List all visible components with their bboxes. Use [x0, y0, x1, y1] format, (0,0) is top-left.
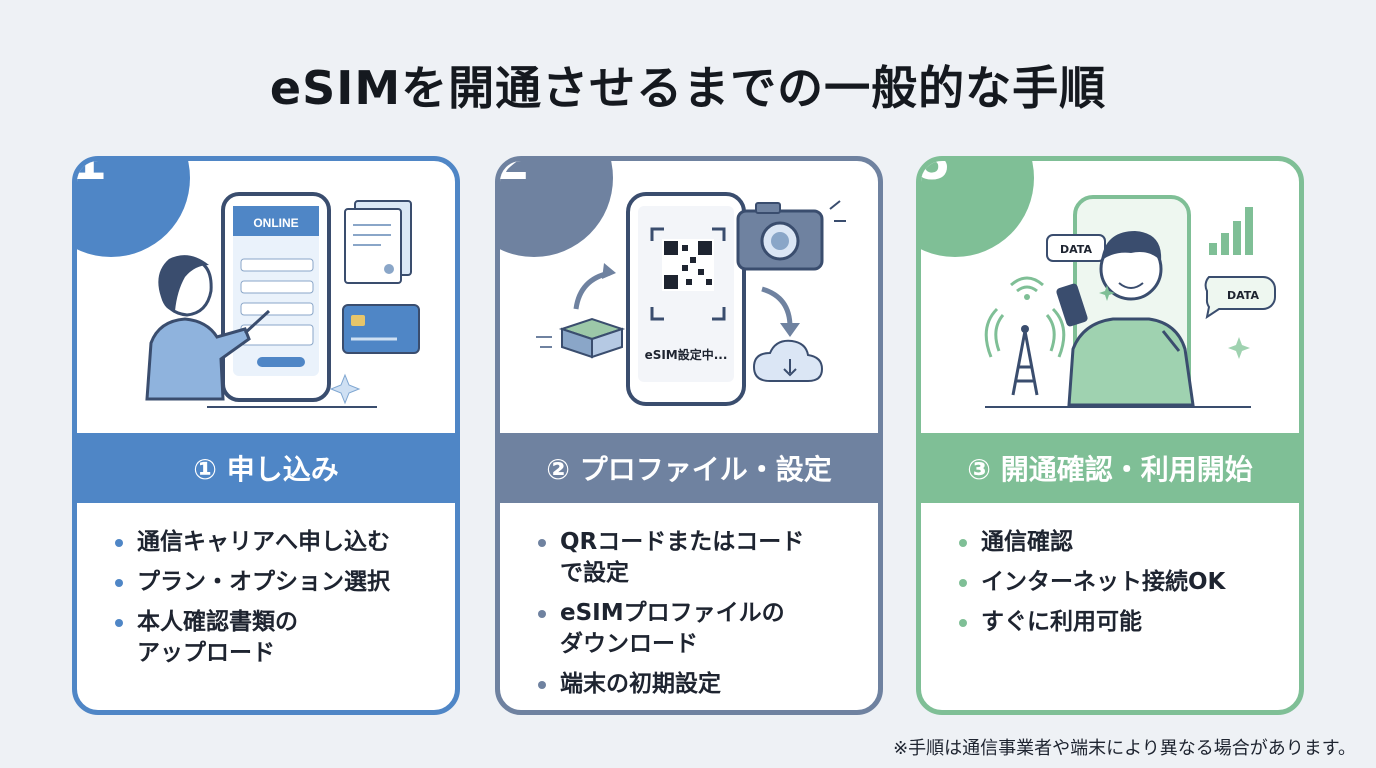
list-item: 端末の初期設定 [536, 669, 866, 700]
step-number: 3 [916, 156, 950, 193]
step-card-2: eSIM設定中... 2 ② プロファイル・設定 QRコードまたはコードで設定 … [495, 156, 883, 715]
step-heading: ③ 開通確認・利用開始 [921, 433, 1299, 503]
list-item: eSIMプロファイルのダウンロード [536, 598, 866, 660]
page-title: eSIMを開通させるまでの一般的な手順 [269, 61, 1107, 115]
list-item: プラン・オプション選択 [113, 567, 443, 598]
step-card-3: DATA DATA 3 ③ 開通確認・利用開始 通信確認 インターネット接続OK… [916, 156, 1304, 715]
illustration-profile-setup: eSIM設定中... [536, 192, 846, 406]
data-bubble-right: DATA [1227, 289, 1259, 302]
list-item: インターネット接続OK [957, 567, 1287, 598]
list-item: 通信キャリアへ申し込む [113, 527, 443, 558]
data-bubble-left: DATA [1060, 243, 1092, 256]
step-items: 通信確認 インターネット接続OK すぐに利用可能 [957, 527, 1287, 647]
step-number: 2 [495, 156, 529, 193]
screen-label: eSIM設定中... [645, 347, 728, 362]
step-number: 1 [72, 156, 106, 193]
screen-label: ONLINE [253, 216, 298, 230]
step-items: 通信キャリアへ申し込む プラン・オプション選択 本人確認書類のアップロード [113, 527, 443, 678]
list-item: QRコードまたはコードで設定 [536, 527, 866, 589]
list-item: 本人確認書類のアップロード [113, 607, 443, 669]
illustration-online-application: ONLINE [145, 192, 420, 408]
list-item: 通信確認 [957, 527, 1287, 558]
illustration-activation: DATA DATA [984, 195, 1276, 408]
step-items: QRコードまたはコードで設定 eSIMプロファイルのダウンロード 端末の初期設定 [536, 527, 866, 709]
step-heading: ① 申し込み [77, 433, 455, 503]
step-card-1: ONLINE 1 ① 申し込み 通信キャリアへ申し込む プラン・オプション選択 … [72, 156, 460, 715]
step-heading: ② プロファイル・設定 [500, 433, 878, 503]
footnote: ※手順は通信事業者や端末により異なる場合があります。 [893, 738, 1356, 759]
list-item: すぐに利用可能 [957, 607, 1287, 638]
